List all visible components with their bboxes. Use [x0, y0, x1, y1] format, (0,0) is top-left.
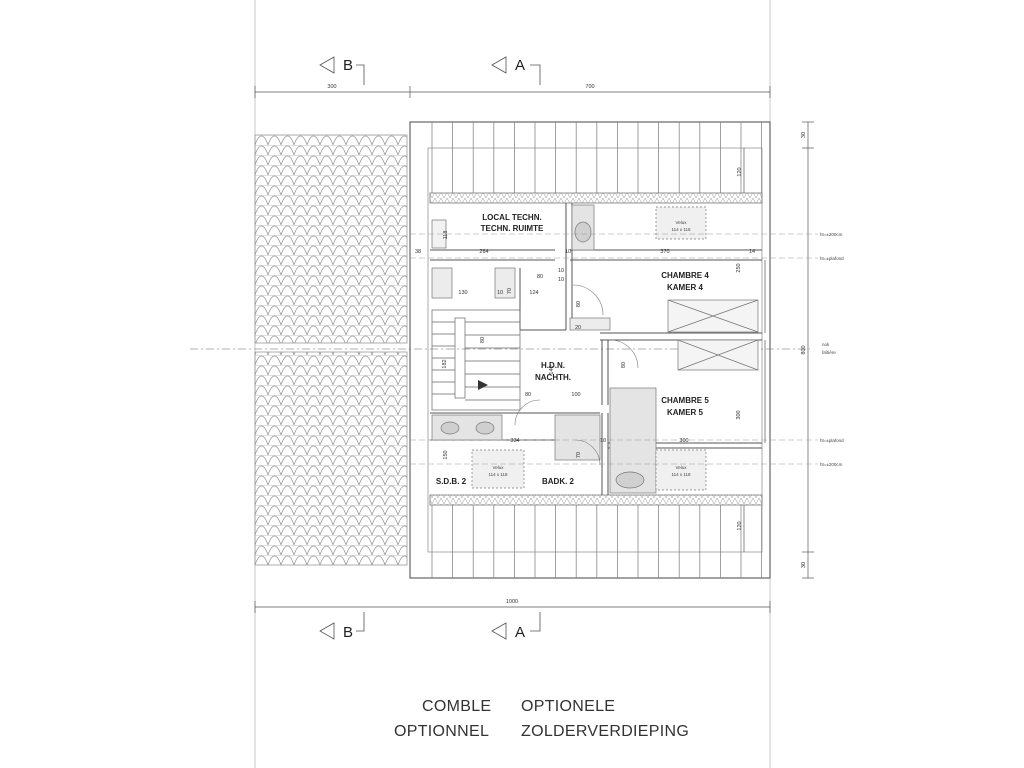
ht-plafond-bottom: ht=±plafond	[820, 438, 844, 443]
dim-38: 38	[415, 249, 421, 255]
dim-80a: 80	[537, 274, 543, 280]
dim-80c: 80	[480, 337, 486, 343]
dim-right-250: 250	[736, 263, 742, 272]
building-outline	[409, 121, 771, 579]
room-sdb-nl: BADK. 2	[542, 477, 575, 486]
room-local-techn-nl: TECHN. RUIMTE	[481, 224, 544, 233]
dim-right-120-top: 120	[737, 167, 743, 176]
dim-10e: 10	[600, 438, 606, 444]
dim-right-30-bottom: 30	[801, 562, 807, 568]
room-local-techn-fr: LOCAL TECHN.	[482, 213, 541, 222]
caption-zolderverdieping: ZOLDERVERDIEPING	[521, 723, 690, 740]
dim-150: 150	[443, 450, 449, 459]
ht-200-bottom: ht=±200cm	[820, 462, 843, 467]
caption-optionnel: OPTIONNEL	[394, 723, 490, 740]
stair-arrow	[478, 380, 488, 390]
section-b-bottom: B	[343, 624, 353, 641]
dim-10b: 10	[558, 268, 564, 274]
velux-size-3: 114 x 118	[671, 472, 691, 477]
dim-140: 140	[549, 365, 555, 374]
dim-300h: 300	[679, 438, 688, 444]
velux-label-2: Velux	[492, 465, 504, 470]
height-lines	[410, 233, 818, 465]
nok-label: nok	[822, 342, 830, 347]
velux-size-2: 114 x 118	[488, 472, 508, 477]
dim-right-300: 300	[736, 410, 742, 419]
dim-334: 334	[510, 438, 519, 444]
room-chambre-4-nl: KAMER 4	[667, 283, 704, 292]
room-hdn-fr: H.D.N.	[541, 361, 565, 370]
dim-80e: 80	[525, 392, 531, 398]
dim-80b: 80	[576, 301, 582, 307]
dim-264: 264	[479, 249, 488, 255]
velux-label-3: Velux	[675, 465, 687, 470]
right-dimension-line	[743, 121, 814, 579]
rafters	[431, 122, 762, 578]
dim-118: 118	[443, 231, 449, 240]
velux-size-1: 114 x 118	[671, 227, 691, 232]
roof-tiles-lower	[254, 351, 408, 566]
dim-top-300: 300	[327, 84, 336, 90]
dim-130: 130	[458, 290, 467, 296]
caption-comble: COMBLE	[422, 698, 492, 715]
dim-14: 14	[749, 249, 755, 255]
dim-80d: 80	[621, 362, 627, 368]
roof-tiles-upper	[254, 134, 408, 344]
section-a-bottom: A	[515, 624, 525, 641]
ht-200-top: ht=±200cm	[820, 232, 843, 237]
insulation-bottom	[429, 494, 763, 506]
dim-right-120-bottom: 120	[737, 521, 743, 530]
section-markers	[319, 56, 541, 640]
dim-70b: 70	[576, 452, 582, 458]
faitiere-label: faîtière	[822, 350, 836, 355]
velux-label-1: Velux	[675, 220, 687, 225]
dim-124: 124	[529, 290, 538, 296]
room-chambre-5-fr: CHAMBRE 5	[661, 396, 709, 405]
staircase	[431, 309, 521, 411]
bottom-dimension-line	[254, 601, 771, 613]
door-swings	[514, 284, 639, 466]
dim-top-700: 700	[585, 84, 594, 90]
room-sdb-fr: S.D.B. 2	[436, 477, 467, 486]
inner-wall	[427, 147, 763, 553]
dim-20: 20	[575, 325, 581, 331]
ht-plafond-top: ht=±plafond	[820, 256, 844, 261]
room-chambre-4-fr: CHAMBRE 4	[661, 271, 709, 280]
dim-right-800: 800	[801, 345, 807, 354]
dim-100: 100	[571, 392, 580, 398]
dim-370: 370	[660, 249, 669, 255]
dim-70: 70	[507, 288, 513, 294]
dim-right-30-top: 30	[801, 132, 807, 138]
room-chambre-5-nl: KAMER 5	[667, 408, 704, 417]
caption-optionele: OPTIONELE	[521, 698, 616, 715]
dim-bottom-1000: 1000	[506, 599, 518, 605]
top-dimension-line	[254, 86, 771, 98]
dim-182: 182	[442, 359, 448, 368]
dim-10c: 10	[558, 277, 564, 283]
room-hdn-nl: NACHTH.	[535, 373, 571, 382]
dim-10d: 10	[497, 290, 503, 296]
dim-10a: 10	[565, 249, 571, 255]
fixtures	[431, 204, 759, 494]
section-b-top: B	[343, 57, 353, 74]
section-a-top: A	[515, 57, 525, 74]
insulation-top	[429, 192, 763, 204]
